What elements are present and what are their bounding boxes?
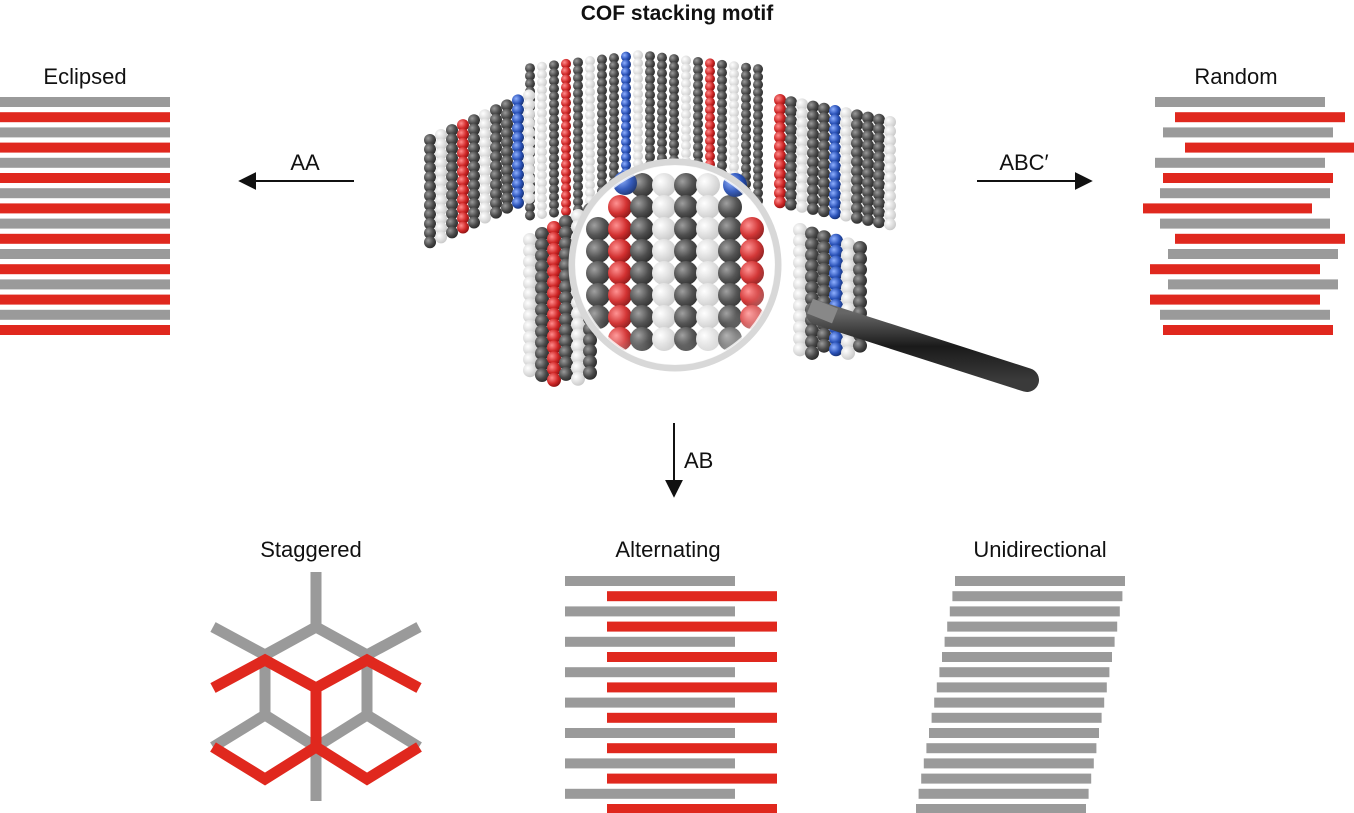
random-layer <box>1175 112 1345 123</box>
random-layer <box>1168 279 1338 290</box>
unidirectional-label: Unidirectional <box>973 537 1106 562</box>
eclipsed-label: Eclipsed <box>43 64 126 89</box>
eclipsed-layer <box>0 309 170 320</box>
unidirectional-layer <box>949 606 1120 617</box>
unidirectional-layer <box>955 576 1125 586</box>
eclipsed-layer <box>0 294 170 305</box>
alternating-layer <box>607 652 777 662</box>
alternating-layer <box>607 743 777 754</box>
unidirectional-layer <box>926 743 1097 754</box>
alternating-layer <box>607 712 777 723</box>
alternating-layer <box>565 636 735 647</box>
random-layer <box>1160 309 1330 320</box>
aa-arrow-label: AA <box>290 150 320 175</box>
alternating-stack <box>565 576 777 813</box>
eclipsed-layer <box>0 203 170 214</box>
random-layer <box>1160 188 1330 199</box>
alternating-layer <box>565 667 735 678</box>
unidirectional-layer <box>952 591 1123 602</box>
unidirectional-layer <box>916 804 1086 813</box>
ab-arrow-label: AB <box>684 448 713 473</box>
alternating-layer <box>565 697 735 708</box>
alternating-layer <box>565 788 735 799</box>
eclipsed-layer <box>0 173 170 183</box>
abc-arrow-label: ABC′ <box>999 150 1048 175</box>
alternating-layer <box>607 591 777 602</box>
alternating-layer <box>565 606 735 617</box>
eclipsed-layer <box>0 264 170 275</box>
staggered-network <box>210 572 422 801</box>
unidirectional-layer <box>923 758 1094 769</box>
eclipsed-layer <box>0 97 170 107</box>
random-layer <box>1155 157 1325 168</box>
random-layer <box>1163 325 1333 335</box>
random-layer <box>1163 173 1333 183</box>
random-layer <box>1168 249 1338 259</box>
unidirectional-layer <box>918 788 1089 799</box>
eclipsed-layer <box>0 112 170 123</box>
unidirectional-layer <box>936 682 1107 693</box>
unidirectional-layer <box>939 667 1110 678</box>
alternating-layer <box>607 682 777 693</box>
eclipsed-stack <box>0 97 170 335</box>
eclipsed-layer <box>0 279 170 290</box>
random-layer <box>1160 218 1330 229</box>
random-label: Random <box>1194 64 1277 89</box>
figure-title: COF stacking motif <box>581 2 775 25</box>
eclipsed-layer <box>0 142 170 153</box>
alternating-layer <box>565 728 735 738</box>
staggered-grey-layer <box>210 572 422 801</box>
alternating-layer <box>565 758 735 769</box>
random-layer <box>1150 294 1320 305</box>
alternating-label: Alternating <box>615 537 720 562</box>
random-layer <box>1155 97 1325 107</box>
random-layer <box>1163 127 1333 138</box>
magnifying-glass-icon <box>568 158 1039 392</box>
random-layer <box>1185 142 1354 153</box>
unidirectional-layer <box>929 728 1099 738</box>
random-layer <box>1175 233 1345 244</box>
unidirectional-layer <box>931 712 1102 723</box>
random-layer <box>1143 203 1312 214</box>
unidirectional-layer <box>942 652 1112 662</box>
alternating-layer <box>565 576 735 586</box>
eclipsed-layer <box>0 249 170 259</box>
eclipsed-layer <box>0 233 170 244</box>
random-stack <box>1143 97 1354 335</box>
unidirectional-layer <box>934 697 1105 708</box>
unidirectional-layer <box>921 773 1092 784</box>
staggered-red-layer <box>210 653 422 786</box>
unidirectional-layer <box>944 636 1115 647</box>
eclipsed-layer <box>0 157 170 168</box>
alternating-layer <box>607 621 777 632</box>
eclipsed-layer <box>0 188 170 199</box>
eclipsed-layer <box>0 218 170 229</box>
staggered-label: Staggered <box>260 537 362 562</box>
alternating-layer <box>607 773 777 784</box>
unidirectional-stack <box>916 576 1125 813</box>
eclipsed-layer <box>0 325 170 335</box>
eclipsed-layer <box>0 127 170 138</box>
random-layer <box>1150 264 1320 275</box>
unidirectional-layer <box>947 621 1118 632</box>
alternating-layer <box>607 804 777 813</box>
